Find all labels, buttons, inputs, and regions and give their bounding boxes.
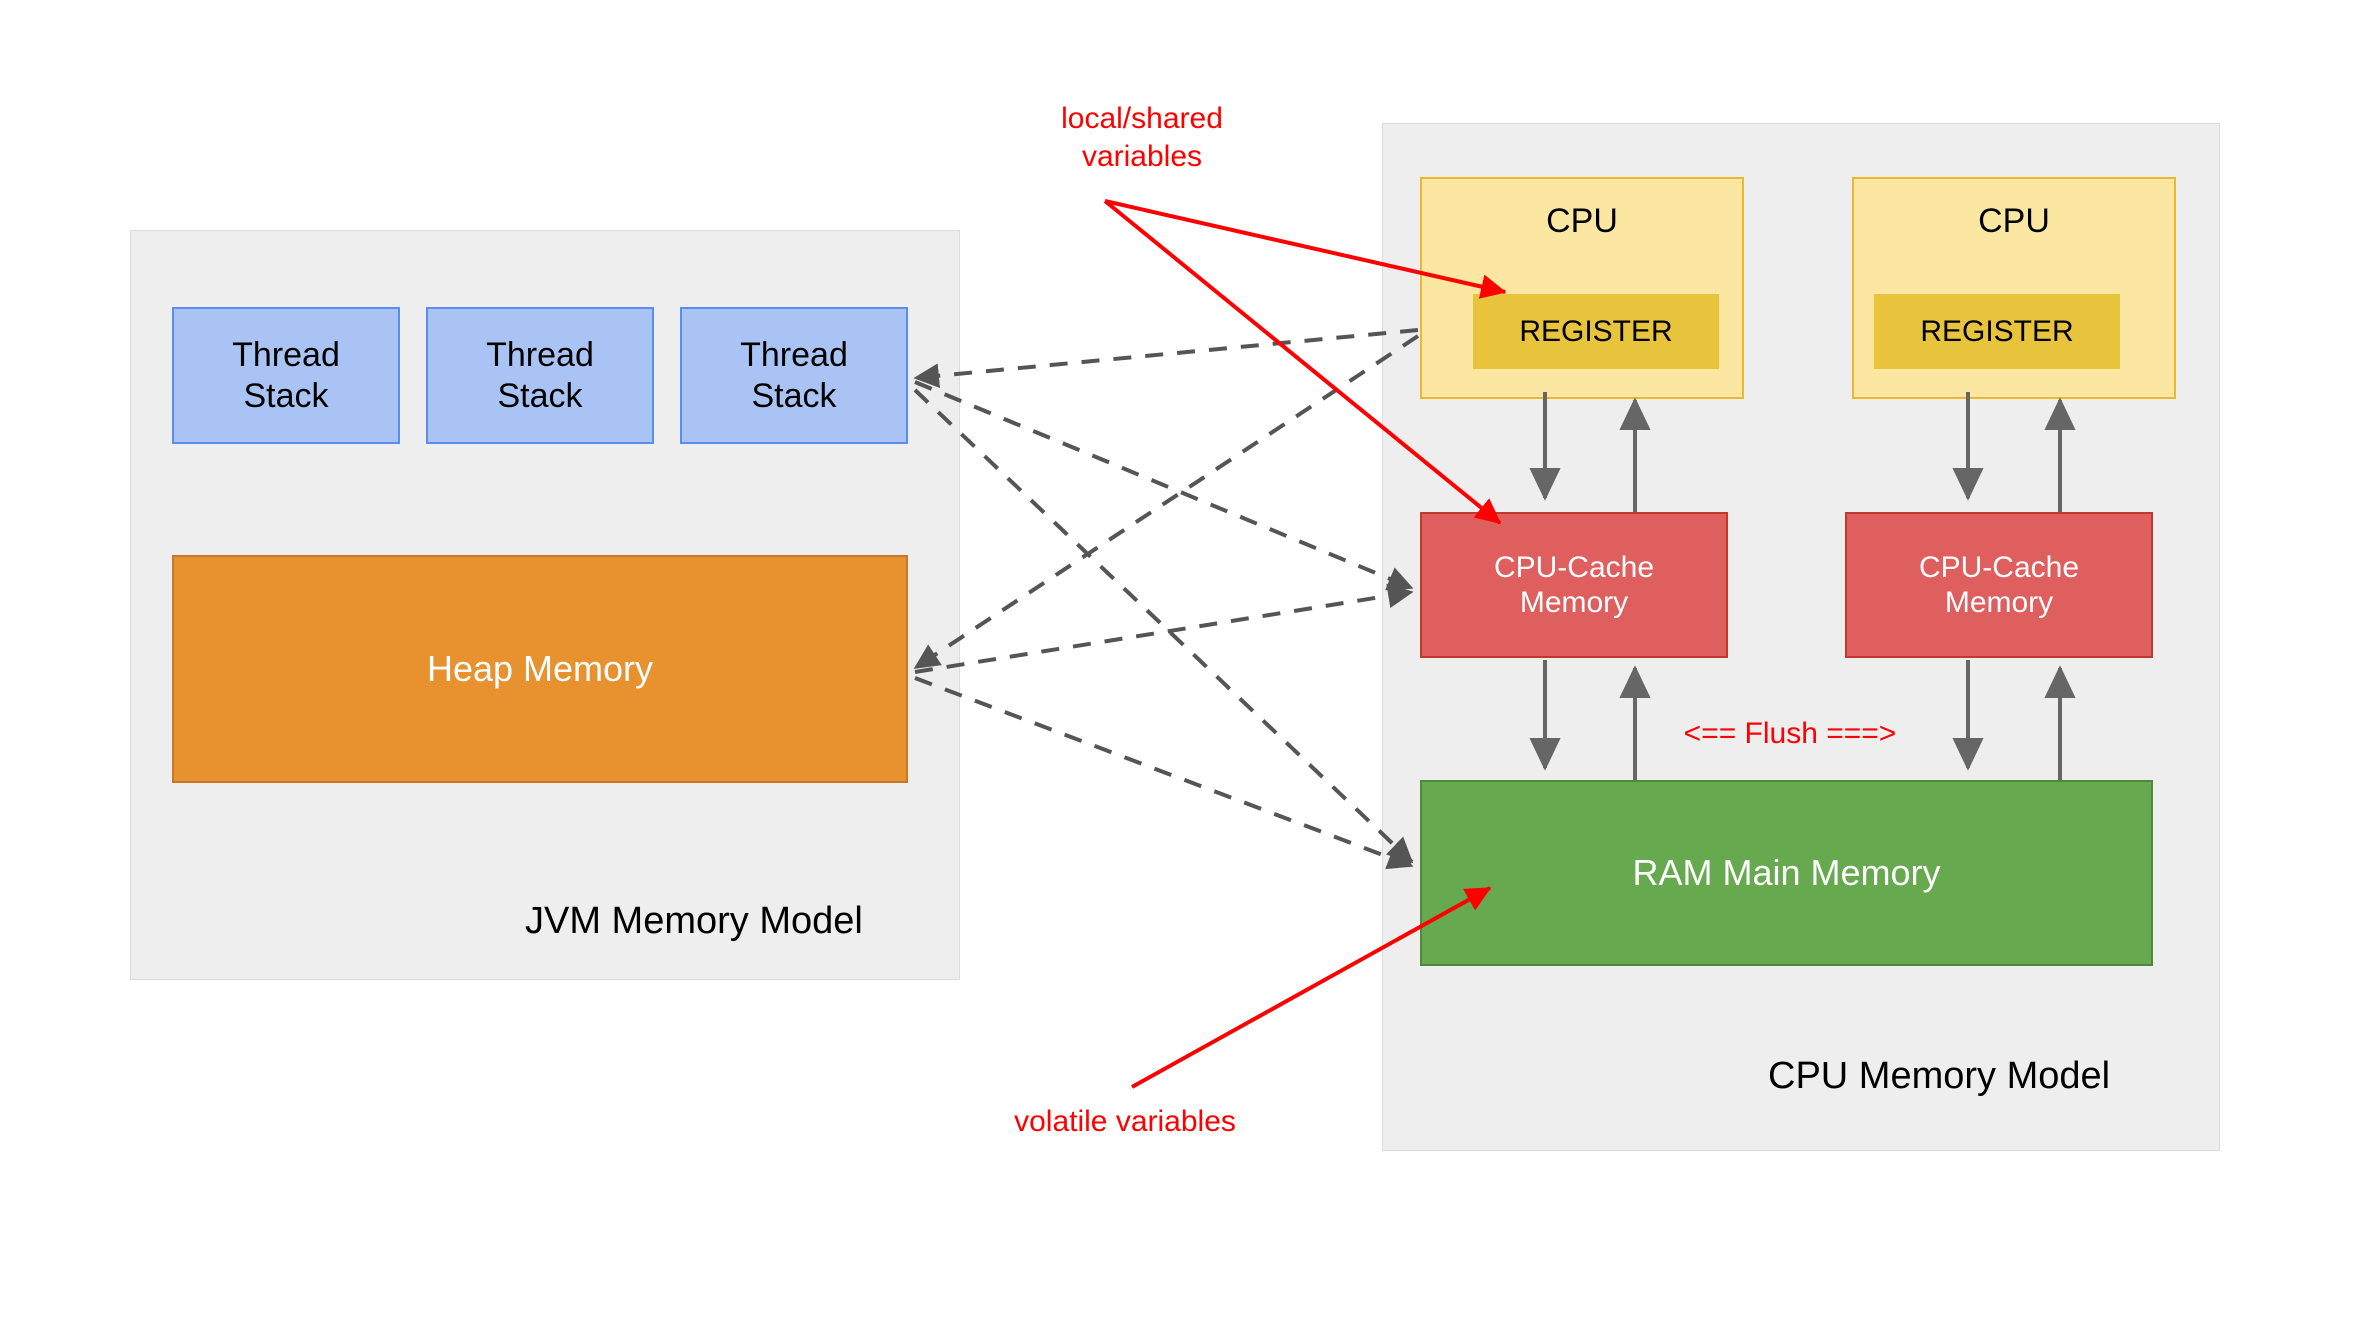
- dashed-link-register-to-thread-stack: [913, 328, 1419, 389]
- dashed-link-register-to-heap: [913, 334, 1420, 670]
- ram-main-memory-box[interactable]: RAM Main Memory: [1420, 780, 2153, 966]
- dashed-link-heap-to-cpu-cache: [914, 583, 1414, 674]
- register-box-1[interactable]: REGISTER: [1473, 294, 1719, 369]
- panel-jvm-title: JVM Memory Model: [525, 900, 863, 942]
- annotation-local-shared-variables: local/shared variables: [1061, 102, 1223, 173]
- dashed-link-thread-stack-to-cpu-cache: [914, 380, 1414, 591]
- cpu-cache-memory-box-1[interactable]: CPU-Cache Memory: [1420, 512, 1728, 658]
- thread-stack-box-2[interactable]: Thread Stack: [426, 307, 654, 444]
- dashed-link-thread-stack-to-ram: [913, 388, 1414, 864]
- thread-stack-box-3[interactable]: Thread Stack: [680, 307, 908, 444]
- heap-memory-box[interactable]: Heap Memory: [172, 555, 908, 783]
- annotation-volatile-variables: volatile variables: [1014, 1105, 1236, 1138]
- annotation-flush: <== Flush ===>: [1683, 717, 1897, 750]
- register-box-2[interactable]: REGISTER: [1874, 294, 2120, 369]
- thread-stack-box-1[interactable]: Thread Stack: [172, 307, 400, 444]
- dashed-link-heap-to-ram: [914, 676, 1414, 870]
- panel-cpu-title: CPU Memory Model: [1768, 1055, 2111, 1097]
- cpu-cache-memory-box-2[interactable]: CPU-Cache Memory: [1845, 512, 2153, 658]
